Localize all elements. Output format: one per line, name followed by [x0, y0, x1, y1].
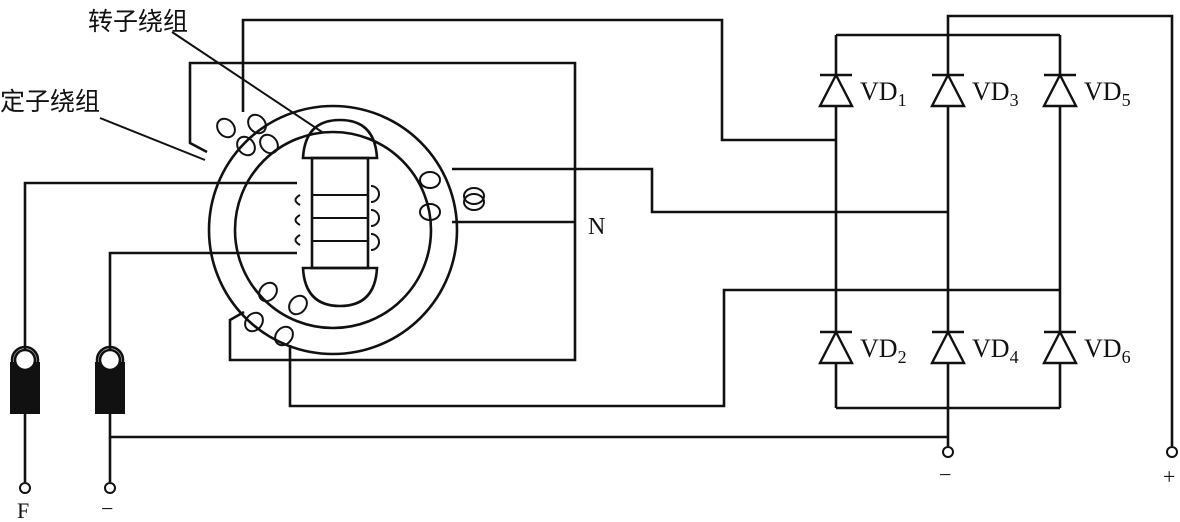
diode-label-vd3: VD3 — [972, 77, 1019, 110]
diode-vd2 — [818, 329, 854, 365]
diode-label-vd4: VD4 — [972, 334, 1019, 367]
terminal-f-pin — [19, 482, 31, 494]
diode-vd1 — [818, 72, 854, 108]
diode-vd4 — [930, 329, 966, 365]
terminal-f-label: F — [17, 498, 29, 522]
diode-vd6 — [1042, 329, 1078, 365]
wiring — [23, 14, 1174, 482]
neutral-label: N — [588, 214, 605, 240]
brush-negative — [95, 345, 125, 414]
diode-label-vd1: VD1 — [860, 77, 907, 110]
stator-inner-ring — [233, 130, 433, 330]
rotor-winding-leader — [171, 31, 323, 133]
terminal-neg-left-label: − — [101, 496, 113, 521]
rectifier-bridge — [818, 33, 1078, 410]
generator — [207, 104, 485, 356]
terminal-neg-left-pin — [104, 482, 116, 494]
stator-coil-lower-left — [244, 281, 308, 347]
stator-outer-ring — [207, 104, 459, 356]
stator-winding-label: 定子绕组 — [0, 87, 100, 116]
diode-label-vd2: VD2 — [860, 334, 907, 367]
rotor-winding-label: 转子绕组 — [88, 7, 188, 36]
stator-coil-upper-left — [216, 113, 279, 157]
diode-vd3 — [930, 72, 966, 108]
diode-vd5 — [1042, 72, 1078, 108]
terminal-neg-right-pin — [942, 446, 954, 458]
terminal-pos-label: + — [1163, 464, 1175, 489]
stator-winding-leader — [99, 117, 206, 161]
diode-label-vd5: VD5 — [1084, 77, 1131, 110]
brush-f — [10, 345, 40, 414]
stator-coil-right — [419, 171, 485, 221]
diode-label-vd6: VD6 — [1084, 334, 1131, 367]
terminal-neg-right-label: − — [939, 462, 951, 487]
terminal-pos-pin — [1166, 446, 1178, 458]
rotor — [294, 118, 380, 308]
